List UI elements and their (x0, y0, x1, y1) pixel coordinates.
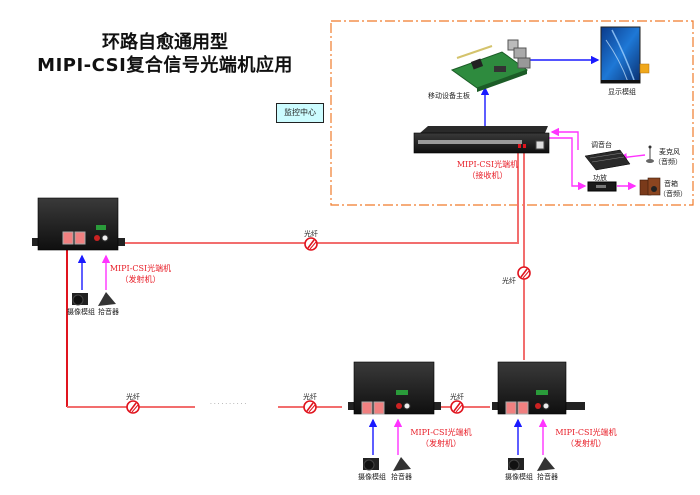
monitor-center-boundary (330, 20, 694, 206)
transmitter-image (32, 197, 125, 251)
receiver-image (413, 126, 550, 154)
transmitter-label-line1: MIPI-CSI光端机 (410, 428, 472, 437)
camera-module-label: 摄像模组 (505, 473, 533, 481)
camera-module-image (72, 293, 88, 306)
speaker-sublabel: （音频） (659, 190, 687, 198)
transmitter-image (492, 361, 585, 415)
speaker-label: 音箱 (664, 180, 678, 188)
fiber-label: 光纤 (126, 393, 140, 401)
transmitter-image (348, 361, 441, 415)
fiber-connector-icon (126, 400, 140, 414)
fiber-connector-icon (517, 266, 531, 280)
pickup-image (98, 292, 116, 306)
fiber-connector-icon (450, 400, 464, 414)
camera-module-label: 摄像模组 (67, 308, 95, 316)
pickup-image (537, 457, 555, 471)
fiber-connector-icon (304, 237, 318, 251)
mixer-image (584, 149, 631, 171)
amplifier-image (587, 181, 617, 192)
mainboard-label: 移动设备主板 (428, 92, 470, 100)
transmitter-label-line1: MIPI-CSI光端机 (555, 428, 617, 437)
fiber-label: 光纤 (303, 393, 317, 401)
diagram-subtitle: MIPI-CSI复合信号光端机应用 (37, 55, 293, 76)
receiver-label-line1: MIPI-CSI光端机 (456, 160, 519, 169)
transmitter-label: MIPI-CSI光端机 （发射机） (550, 427, 622, 449)
transmitter-label-line2: （发射机） (566, 439, 606, 448)
mixer-label: 调音台 (591, 141, 612, 149)
microphone-label: 麦克风 (659, 148, 680, 156)
diagram-title: 环路自愈通用型 (102, 32, 228, 53)
microphone-image (646, 145, 654, 163)
camera-module-image (363, 458, 379, 471)
transmitter-label: MIPI-CSI光端机 （发射机） (108, 263, 173, 285)
audio-link-receiver-to-amp (548, 137, 587, 191)
pickup-label: 拾音器 (391, 473, 412, 481)
amplifier-label: 功放 (593, 174, 607, 182)
display-label: 显示模组 (608, 88, 636, 96)
camera-module-image (508, 458, 524, 471)
camera-module-label: 摄像模组 (358, 473, 386, 481)
audio-link-mixer-to-receiver (550, 127, 579, 150)
pickup-image (393, 457, 411, 471)
receiver-label: MIPI-CSI光端机 （接收机） (440, 159, 535, 181)
transmitter-label: MIPI-CSI光端机 （发射机） (405, 427, 477, 449)
fiber-link-top (125, 130, 519, 244)
fiber-label: 光纤 (304, 230, 318, 238)
pickup-label: 拾音器 (537, 473, 558, 481)
fiber-connector-icon (303, 400, 317, 414)
display-module-image (600, 26, 650, 84)
fiber-label: 光纤 (502, 277, 516, 285)
receiver-label-line2: （接收机） (467, 171, 508, 180)
ellipsis-more-nodes: · · · · · · · · · · (210, 401, 247, 408)
monitor-center-label: 监控中心 (276, 103, 324, 123)
transmitter-label-line2: （发射机） (421, 439, 461, 448)
transmitter-label-line2: （发射机） (120, 275, 161, 284)
transmitter-label-line1: MIPI-CSI光端机 (109, 264, 172, 273)
mainboard-image (450, 39, 531, 92)
fiber-label: 光纤 (450, 393, 464, 401)
microphone-sublabel: （音频） (654, 158, 682, 166)
pickup-label: 拾音器 (98, 308, 119, 316)
speaker-image (639, 177, 661, 196)
